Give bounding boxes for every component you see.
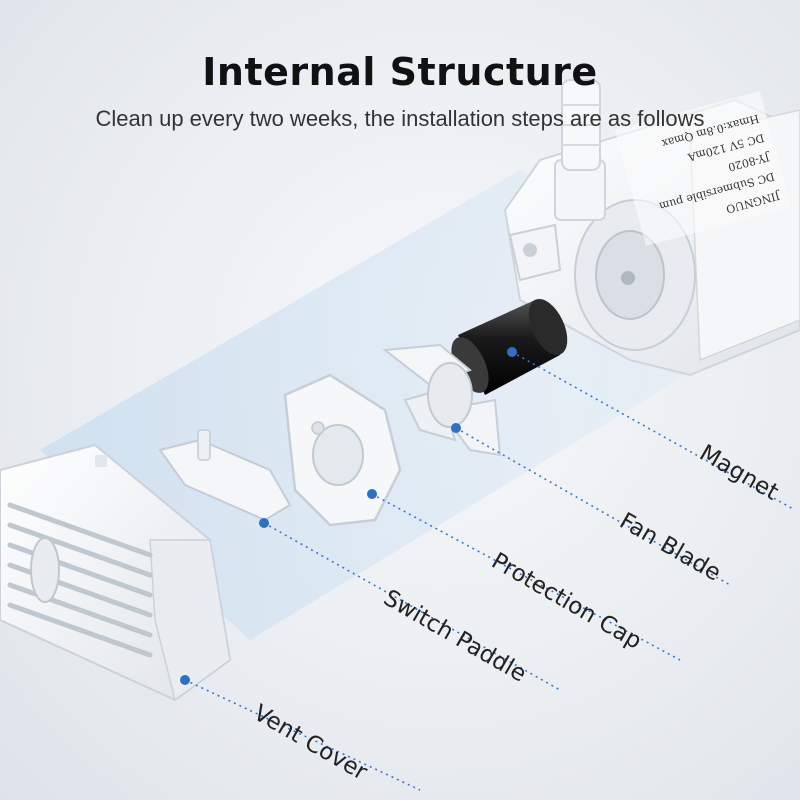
switch-paddle-part xyxy=(158,429,292,522)
leader-line-protection-cap xyxy=(371,493,681,661)
page-title: Internal Structure xyxy=(202,50,598,94)
anchor-dot-switch-paddle xyxy=(259,518,269,528)
protection-cap-part xyxy=(283,373,402,527)
pump-sticker: JINGNUO DC Submersible pum JY-8020 DC 5V… xyxy=(615,91,791,246)
outlet-nozzle xyxy=(554,79,606,221)
leader-line-fan-blade xyxy=(455,427,731,586)
page-subtitle: Clean up every two weeks, the installati… xyxy=(95,106,705,131)
anchor-dot-vent-cover xyxy=(180,675,190,685)
anchor-dot-magnet xyxy=(507,347,517,357)
anchor-dot-protection-cap xyxy=(367,489,377,499)
leader-line-magnet xyxy=(511,351,796,511)
leader-line-vent-cover xyxy=(184,679,421,791)
leader-line-switch-paddle xyxy=(263,522,561,691)
anchor-dot-fan-blade xyxy=(451,423,461,433)
vent-cover-part xyxy=(0,443,232,702)
fan-blade-part xyxy=(382,343,502,457)
